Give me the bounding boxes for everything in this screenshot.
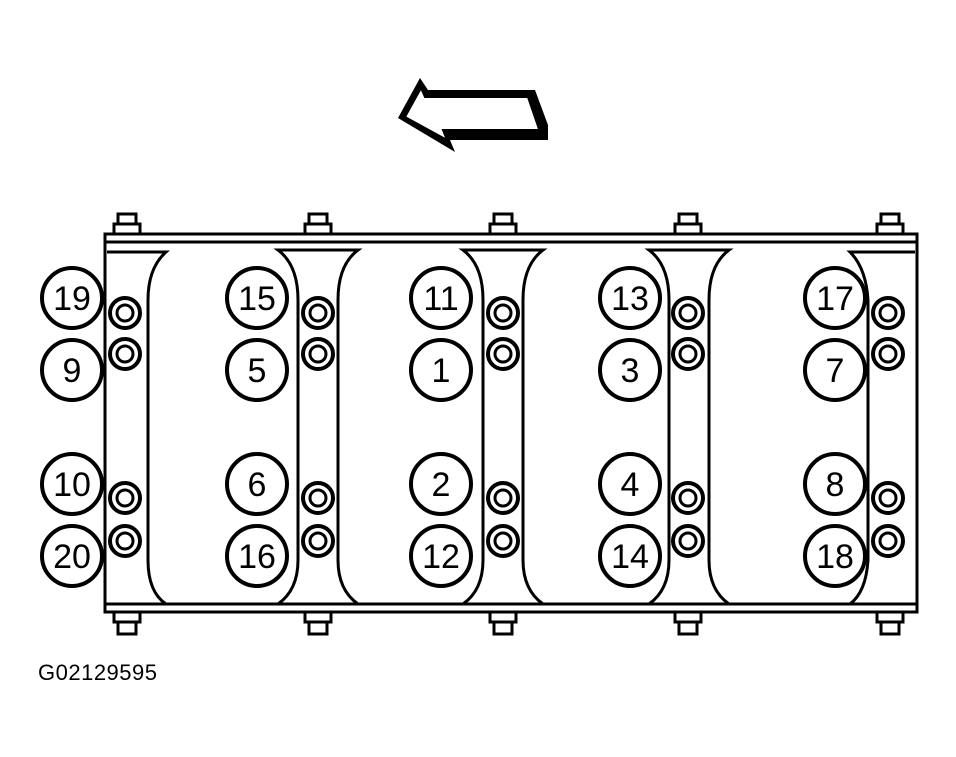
- frame-nut-bottom: [303, 610, 333, 636]
- sequence-number-text: 14: [611, 538, 649, 576]
- sequence-number: 1: [409, 338, 473, 402]
- sequence-number: 6: [225, 452, 289, 516]
- frame-nut-top: [303, 212, 333, 236]
- sequence-number: 15: [225, 266, 289, 330]
- cap-bolt: [301, 524, 335, 558]
- frame-nut-bottom: [673, 610, 703, 636]
- cap-bolt: [671, 481, 705, 515]
- frame-nut-top: [875, 212, 905, 236]
- sequence-number-text: 11: [423, 280, 458, 318]
- sequence-number: 7: [803, 338, 867, 402]
- figure-id: G02129595: [38, 660, 158, 685]
- cap-bolt: [671, 337, 705, 371]
- sequence-number-text: 10: [53, 466, 91, 504]
- cap-bolt: [486, 296, 520, 330]
- frame-nut-top: [112, 212, 142, 236]
- cap-bolt: [108, 337, 142, 371]
- frame-nut-top: [488, 212, 518, 236]
- sequence-number: 14: [598, 524, 662, 588]
- cap-bolt: [871, 524, 905, 558]
- cap-bolt: [871, 296, 905, 330]
- sequence-number-text: 2: [432, 466, 451, 504]
- sequence-number: 12: [409, 524, 473, 588]
- bearing-cap: [273, 248, 363, 606]
- sequence-number-text: 6: [248, 466, 267, 504]
- cap-bolt: [301, 481, 335, 515]
- sequence-number-text: 12: [422, 538, 460, 576]
- bearing-cap: [644, 248, 734, 606]
- sequence-number: 13: [598, 266, 662, 330]
- sequence-number: 5: [225, 338, 289, 402]
- bearing-caps: [107, 248, 915, 606]
- cap-bolt: [671, 524, 705, 558]
- bearing-cap: [845, 250, 915, 606]
- sequence-number-text: 9: [63, 352, 82, 390]
- cap-bolt: [108, 524, 142, 558]
- sequence-number-text: 13: [611, 280, 649, 318]
- sequence-number-text: 1: [432, 352, 451, 390]
- sequence-number-text: 7: [826, 352, 845, 390]
- sequence-number: 19: [40, 266, 104, 330]
- frame-nut-bottom: [112, 610, 142, 636]
- sequence-number-text: 5: [248, 352, 267, 390]
- sequence-number-text: 15: [238, 280, 276, 318]
- bearing-cap: [458, 248, 548, 606]
- cap-bolt: [486, 524, 520, 558]
- cap-bolt: [871, 337, 905, 371]
- cap-bolt: [671, 296, 705, 330]
- sequence-number: 9: [40, 338, 104, 402]
- sequence-number-text: 19: [53, 280, 91, 318]
- sequence-number-text: 3: [621, 352, 640, 390]
- cap-bolt: [301, 296, 335, 330]
- sequence-number: 3: [598, 338, 662, 402]
- sequence-number-text: 16: [238, 538, 276, 576]
- sequence-number-text: 17: [816, 280, 854, 318]
- sequence-number-text: 8: [826, 466, 845, 504]
- sequence-number: 17: [803, 266, 867, 330]
- cap-bolt: [301, 337, 335, 371]
- cap-bolt: [486, 337, 520, 371]
- sequence-number: 10: [40, 452, 104, 516]
- cap-bolts: [108, 296, 905, 558]
- sequence-number-text: 18: [816, 538, 854, 576]
- sequence-number: 18: [803, 524, 867, 588]
- cap-bolt: [108, 481, 142, 515]
- frame-nut-top: [673, 212, 703, 236]
- left-arrow-icon: [398, 78, 548, 152]
- frame-nut-bottom: [488, 610, 518, 636]
- frame-nuts: [112, 212, 905, 636]
- sequence-number-text: 4: [621, 466, 640, 504]
- bearing-cap: [107, 250, 171, 606]
- sequence-number: 20: [40, 524, 104, 588]
- frame-nut-bottom: [875, 610, 905, 636]
- sequence-number: 16: [225, 524, 289, 588]
- cap-bolt: [871, 481, 905, 515]
- sequence-number: 2: [409, 452, 473, 516]
- cap-bolt: [486, 481, 520, 515]
- sequence-number: 4: [598, 452, 662, 516]
- sequence-number: 11: [409, 266, 473, 330]
- sequence-number: 8: [803, 452, 867, 516]
- cap-bolt: [108, 296, 142, 330]
- sequence-number-text: 20: [53, 538, 91, 576]
